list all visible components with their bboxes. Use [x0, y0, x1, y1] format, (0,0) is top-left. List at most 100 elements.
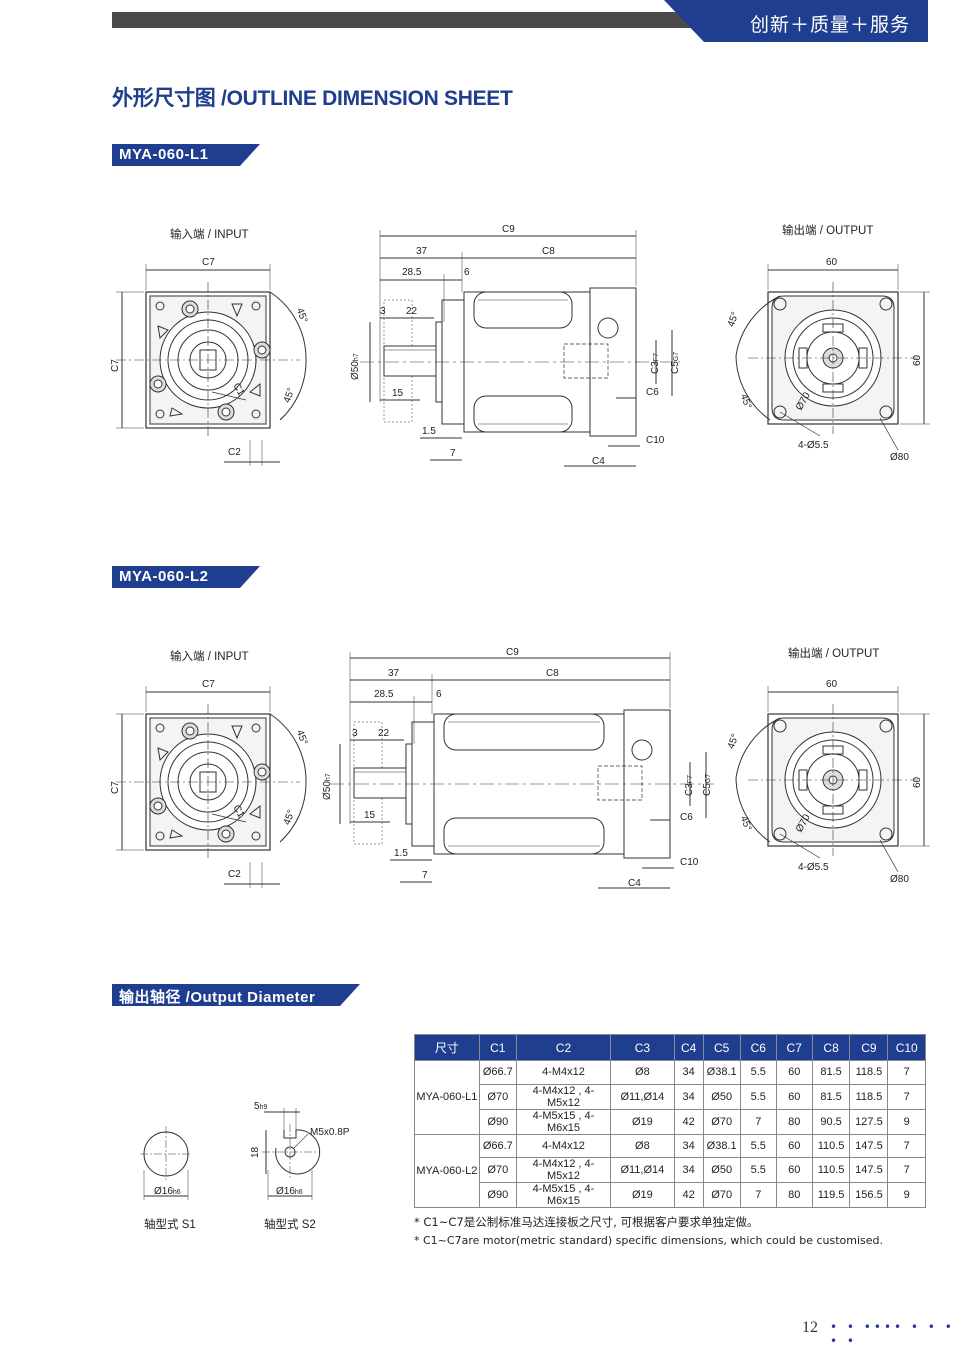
dim-1-5-l2: 1.5 — [394, 848, 408, 859]
dim-3-l1: 3 — [380, 306, 386, 317]
table-header-row: 尺寸 C1 C2 C3 C4 C5 C6 C7 C8 C9 C10 — [414, 1034, 926, 1061]
table-cell: 60 — [775, 1157, 813, 1183]
table-cell: Ø8 — [609, 1133, 675, 1158]
dim-3-l2: 3 — [352, 728, 358, 739]
input-label-l2: 输入端 / INPUT — [170, 651, 249, 663]
col-header: C1 — [478, 1034, 517, 1061]
dim-holes-l2: 4-Ø5.5 — [798, 862, 829, 873]
table-row: Ø70 4-M4x12 , 4-M5x12 Ø11,Ø14 34 Ø50 5.5… — [415, 1157, 926, 1183]
dim-285-l2: 28.5 — [374, 689, 394, 700]
dim-c2-l2: C2 — [228, 869, 241, 880]
dim-7-l2: 7 — [422, 870, 428, 881]
c5-text-l2: C5 — [702, 783, 713, 796]
input-label-l1: 输入端 / INPUT — [170, 229, 249, 241]
table-cell: Ø66.7 — [478, 1060, 517, 1085]
table-cell: 42 — [673, 1108, 704, 1135]
dim-c3-l1: C3F7 — [650, 353, 661, 374]
shaft-s2-diameter: Ø16h6 — [276, 1186, 303, 1197]
col-header: C4 — [673, 1034, 704, 1061]
slogan-text: 创新＋质量＋服务 — [750, 14, 911, 36]
c3-text-l2: C3 — [684, 783, 695, 796]
dim-285-l1: 28.5 — [402, 267, 422, 278]
tag-l1-bg — [112, 144, 260, 166]
table-cell: 5.5 — [739, 1157, 777, 1183]
table-cell: Ø50 — [702, 1157, 741, 1183]
table-cell: 81.5 — [811, 1060, 851, 1085]
dim-c10-l1: C10 — [646, 435, 665, 446]
table-cell: 147.5 — [849, 1133, 889, 1158]
table-cell: 81.5 — [811, 1083, 851, 1110]
header-bar — [112, 12, 712, 28]
dim-15-l2: 15 — [364, 810, 376, 821]
table-cell: 7 — [739, 1108, 777, 1135]
table-cell: 110.5 — [811, 1157, 851, 1183]
table-cell: Ø19 — [609, 1108, 675, 1135]
table-cell: 119.5 — [811, 1182, 851, 1208]
col-header: C3 — [609, 1034, 675, 1061]
table-cell: 5.5 — [739, 1083, 777, 1110]
table-cell: 34 — [673, 1083, 704, 1110]
table-cell: Ø11,Ø14 — [609, 1083, 675, 1110]
table-cell: 9 — [887, 1182, 926, 1208]
table-row: MYA-060-L1 Ø66.7 4-M4x12 Ø8 34 Ø38.1 5.5… — [414, 1060, 926, 1135]
slogan-banner — [664, 0, 928, 42]
table-cell: 4-M4x12 — [515, 1133, 611, 1158]
dim-c7-v-l1: C7 — [110, 359, 121, 372]
output-label-l1: 输出端 / OUTPUT — [782, 225, 874, 237]
tag-l2-bg — [112, 566, 260, 588]
shaft-s2-thread: M5x0.8P — [310, 1127, 350, 1138]
dim-60-h-l1: 60 — [826, 257, 838, 268]
g7-text-l2: G7 — [705, 773, 712, 784]
dim-c9-l2: C9 — [506, 647, 519, 658]
table-cell: 4-M4x12 — [515, 1060, 611, 1085]
c5-text: C5 — [670, 361, 681, 374]
tag-l1: MYA-060-L1 — [119, 146, 209, 163]
dim-c7-v-l2: C7 — [110, 781, 121, 794]
tag-output-bg — [112, 984, 360, 1006]
table-cell: 90.5 — [811, 1108, 851, 1135]
table-cell: Ø70 — [702, 1182, 741, 1208]
tag-output: 输出轴径 /Output Diameter — [119, 989, 316, 1006]
spec-table: 尺寸 C1 C2 C3 C4 C5 C6 C7 C8 C9 C10 MYA-06… — [414, 1034, 926, 1208]
col-header: C7 — [775, 1034, 813, 1061]
table-cell: 5.5 — [739, 1060, 777, 1085]
dim-c6-l1: C6 — [646, 387, 659, 398]
dim-7-l1: 7 — [450, 448, 456, 459]
dim-c2-l1: C2 — [228, 447, 241, 458]
g7-text: G7 — [673, 351, 680, 362]
shaft-s2-caption: 轴型式 S2 — [264, 1219, 316, 1231]
table-cell: 118.5 — [849, 1060, 889, 1085]
page-title: 外形尺寸图 /OUTLINE DIMENSION SHEET — [112, 87, 513, 110]
table-cell: 60 — [775, 1083, 813, 1110]
table-cell: 4-M4x12 , 4-M5x12 — [515, 1083, 611, 1110]
shaft-s1-diameter: Ø16h6 — [154, 1186, 181, 1197]
table-cell: 42 — [673, 1182, 704, 1208]
dim-37-l2: 37 — [388, 668, 400, 679]
dim-60-h-l2: 60 — [826, 679, 838, 690]
table-cell: 5.5 — [739, 1133, 777, 1158]
f7-text-l2: F7 — [687, 775, 694, 784]
dim-c7-h-l2: C7 — [202, 679, 215, 690]
table-cell: Ø19 — [609, 1182, 675, 1208]
col-header: C6 — [739, 1034, 777, 1061]
s1-phi-text: Ø16 — [154, 1186, 173, 1197]
table-cell: 7 — [887, 1133, 926, 1158]
dim-c4-l2: C4 — [628, 878, 641, 889]
h7-text: h7 — [353, 353, 360, 362]
dim-c4-l1: C4 — [592, 456, 605, 467]
output-label-l2: 输出端 / OUTPUT — [788, 648, 880, 660]
table-cell: 7 — [887, 1083, 926, 1110]
table-cell: 127.5 — [849, 1108, 889, 1135]
footer-dots: • • •••• • • • • • — [830, 1320, 955, 1348]
dim-holes-l1: 4-Ø5.5 — [798, 440, 829, 451]
dim-1-5-l1: 1.5 — [422, 426, 436, 437]
dim-6-l1: 6 — [464, 267, 470, 278]
table-cell: 4-M5x15 , 4-M6x15 — [515, 1182, 611, 1208]
table-cell: 156.5 — [849, 1182, 889, 1208]
h9-text: h9 — [259, 1104, 268, 1111]
dim-c5-l2: C5G7 — [702, 774, 713, 796]
table-cell: 9 — [887, 1108, 926, 1135]
table-cell: 34 — [673, 1133, 704, 1158]
model-cell: MYA-060-L2 — [414, 1133, 480, 1208]
table-cell: 7 — [887, 1157, 926, 1183]
